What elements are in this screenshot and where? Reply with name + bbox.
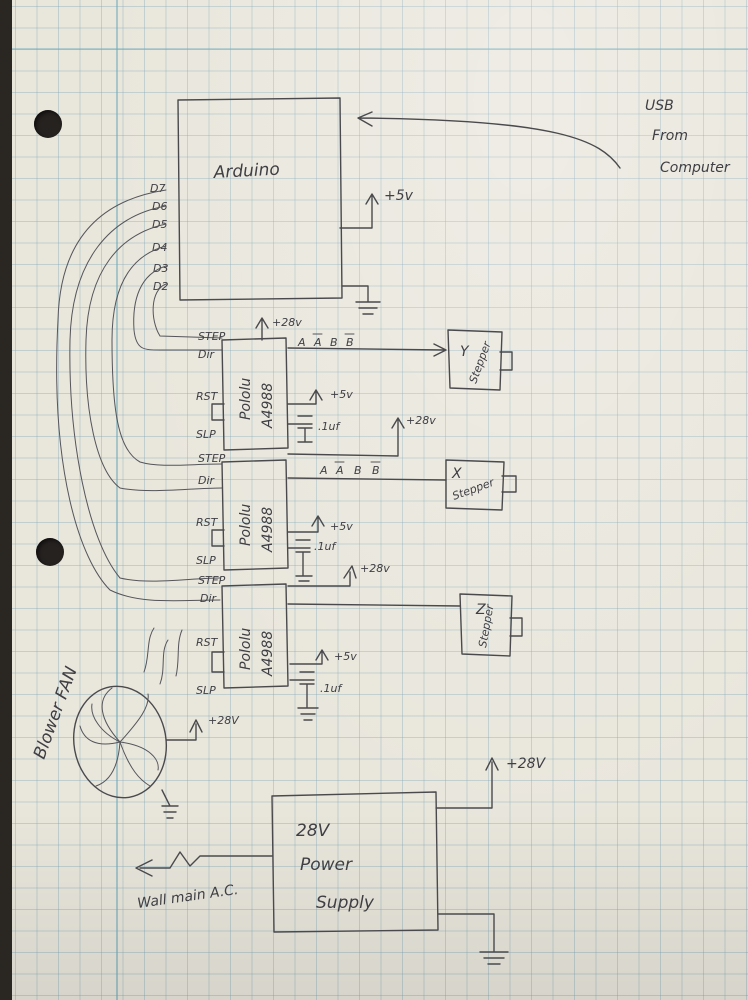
- driver-2-5v: +5v: [330, 520, 353, 533]
- psu-line1: 28V: [296, 821, 331, 841]
- driver-1-dir: Dir: [198, 348, 216, 361]
- driver-2-28v: +28v: [406, 414, 436, 427]
- driver-3-step: STEP: [198, 574, 226, 587]
- usb-line1: USB: [645, 98, 674, 114]
- driver-3-name: Pololu: [238, 628, 254, 670]
- binder-hole-middle: [36, 538, 64, 566]
- stepper-z-axis: Z: [475, 602, 486, 618]
- header-line: [12, 48, 748, 50]
- driver-1-phase-a: A: [297, 336, 306, 349]
- usb-line2: From: [652, 128, 688, 144]
- driver-1-slp: SLP: [196, 428, 216, 441]
- arduino-5v-label: +5v: [384, 188, 414, 204]
- signal-wires: [56, 189, 223, 602]
- driver-2-cap: .1uf: [314, 540, 337, 553]
- psu-28v: +28V: [506, 756, 547, 772]
- arduino-label: Arduino: [212, 160, 280, 183]
- binder-hole-top: [34, 110, 62, 138]
- usb-annotation: USB From Computer: [357, 98, 731, 176]
- driver-1-5v: +5v: [330, 388, 353, 401]
- psu-line3: Supply: [316, 893, 375, 913]
- driver-3-5v: +5v: [334, 650, 357, 663]
- fan-28v: +28V: [208, 714, 240, 727]
- pin-d6: D6: [152, 200, 167, 213]
- stepper-y: Y Stepper: [447, 329, 513, 391]
- driver-3-28v: +28v: [360, 562, 390, 575]
- driver-2-name: Pololu: [238, 504, 254, 546]
- driver-1-cap: .1uf: [318, 420, 341, 433]
- stepper-y-label: Stepper: [467, 338, 495, 385]
- driver-1-model: A4988: [260, 383, 276, 429]
- stepper-x-axis: X: [451, 466, 462, 482]
- notebook-sheet: [12, 0, 748, 1000]
- margin-line: [116, 0, 118, 1000]
- driver-3-slp: SLP: [196, 684, 216, 697]
- stepper-z: Z Stepper: [459, 593, 523, 657]
- driver-1-28v: +28v: [272, 316, 302, 329]
- driver-3-cap: .1uf: [320, 682, 343, 695]
- driver-3: Pololu A4988 STEP Dir RST SLP +28v +5v .…: [196, 562, 461, 721]
- driver-3-dir: Dir: [200, 592, 218, 605]
- arduino-block: Arduino D7 D6 D5 D4 D3 D2 +5v: [150, 97, 414, 315]
- driver-2-phase-b: B: [354, 464, 362, 477]
- psu-input: Wall main A.C.: [136, 882, 239, 912]
- driver-1-step: STEP: [198, 330, 226, 343]
- power-supply: 28V Power Supply +28V Wall main A.C.: [135, 756, 547, 965]
- driver-1: Pololu A4988 STEP Dir RST SLP +28v +5v .…: [196, 316, 447, 451]
- driver-1-rst: RST: [196, 390, 219, 403]
- driver-1-name: Pololu: [238, 378, 254, 420]
- driver-2-model: A4988: [260, 507, 276, 553]
- psu-line2: Power: [300, 855, 353, 875]
- driver-1-phase-b-bar: B: [346, 336, 354, 349]
- driver-3-rst: RST: [196, 636, 219, 649]
- pin-d5: D5: [152, 218, 167, 231]
- driver-2-phase-a: A: [319, 464, 328, 477]
- driver-2-phase-a-bar: A: [335, 464, 344, 477]
- driver-1-phase-a-bar: A: [313, 336, 322, 349]
- driver-2-slp: SLP: [196, 554, 216, 567]
- stepper-y-axis: Y: [460, 344, 470, 360]
- stepper-x: X Stepper: [445, 459, 517, 511]
- driver-3-model: A4988: [260, 631, 276, 677]
- driver-2-step: STEP: [198, 452, 226, 465]
- driver-2-rst: RST: [196, 516, 219, 529]
- driver-2-phase-b-bar: B: [372, 464, 380, 477]
- driver-2-dir: Dir: [198, 474, 216, 487]
- driver-2: Pololu A4988 STEP Dir RST SLP +28v +5v .…: [196, 414, 447, 582]
- blower-fan: Blower FAN +28V: [30, 627, 240, 819]
- usb-line3: Computer: [660, 160, 731, 176]
- driver-1-phase-b: B: [330, 336, 338, 349]
